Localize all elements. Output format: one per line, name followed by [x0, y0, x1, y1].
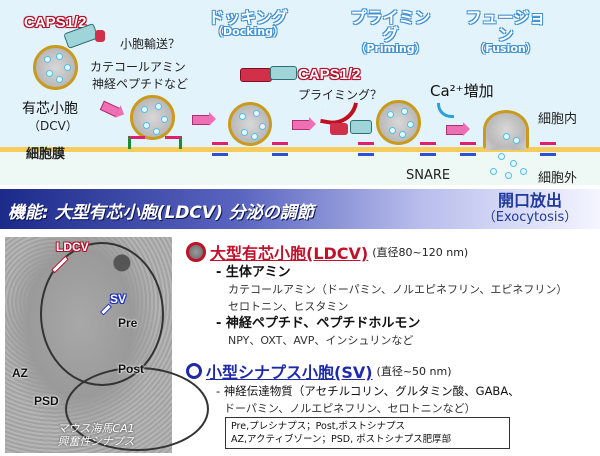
vesicle-fusing — [483, 110, 529, 150]
transport-question: 小胞輸送？ — [120, 37, 181, 51]
caps-protein-icon-5 — [350, 120, 372, 134]
snare-complex-icon — [540, 142, 556, 156]
step-arrow-icon — [446, 122, 470, 136]
ldcv-title: 大型有芯小胞(LDCV) — [210, 244, 369, 263]
snare-complex-icon — [165, 136, 182, 149]
snare-label: SNARE — [406, 168, 451, 183]
extracellular-region — [0, 150, 600, 185]
snare-complex-icon — [460, 142, 476, 156]
sv-bullet-icon — [186, 363, 202, 379]
ldcv-annotation: LDCV — [56, 240, 89, 254]
function-banner — [0, 189, 600, 229]
pre-annotation: Pre — [118, 316, 138, 330]
legend-line-2: AZ,アクティブゾーン；PSD, ポストシナプス肥厚部 — [231, 434, 452, 445]
caps-domain-icon — [95, 30, 105, 42]
abbreviation-legend: Pre,プレシナプス；Post,ポストシナプス AZ,アクティブゾーン；PSD,… — [225, 417, 510, 449]
caps-label-priming: CAPS1/2 — [298, 66, 361, 83]
snare-complex-icon — [358, 142, 374, 156]
snare-complex-icon — [272, 142, 288, 156]
snare-complex-icon — [420, 142, 436, 156]
exocytosis-en: （Exocytosis） — [482, 210, 578, 225]
stage-docking: ドッキング（Docking） — [208, 8, 288, 38]
vesicle-approach — [130, 95, 175, 140]
stage-fusion: フュージョン（Fusion） — [465, 8, 546, 55]
intracellular-label: 細胞内 — [538, 112, 578, 127]
calcium-arrow-icon — [437, 103, 454, 118]
ldcv-heading: 大型有芯小胞(LDCV) (直径80~120 nm) — [186, 240, 596, 264]
extracellular-label: 細胞外 — [538, 171, 578, 186]
sv-line-1: - 神経伝達物質（アセチルコリン、グルタミン酸、GABA、 — [216, 384, 520, 398]
ldcv-size: (直径80~120 nm) — [372, 246, 469, 259]
sv-line-2: ドーパミン、ノルエピネフリン、セロトニンなど） — [224, 402, 476, 415]
ldcv-bullet-icon — [186, 242, 206, 262]
postsynaptic-membrane — [65, 367, 209, 451]
stage-priming: プライミング（Priming） — [350, 8, 431, 55]
dcv-label: 有芯小胞 — [22, 101, 78, 117]
contents-label-1: カテコールアミン — [90, 60, 186, 74]
micrograph-caption: マウス海馬CA1 興奮性シナプス — [36, 422, 156, 448]
caps-protein-icon-3 — [270, 66, 297, 80]
vesicle-primed — [376, 100, 421, 145]
step-arrow-icon — [192, 112, 216, 126]
ldcv-group-amines: - 生体アミン — [216, 265, 291, 280]
exocytosis-label: 開口放出 （Exocytosis） — [470, 192, 590, 226]
ldcv-amines-line-1: カテコールアミン（ドーパミン、ノルエピネフリン、エピネフリン） — [228, 283, 568, 296]
priming-question: プライミング？ — [298, 88, 383, 102]
ldcv-group-peptides: - 神経ペプチド、ペプチドホルモン — [216, 316, 421, 331]
contents-label-2: 神経ペプチドなど — [92, 77, 189, 91]
vesicle-info: 大型有芯小胞(LDCV) (直径80~120 nm) - 生体アミン カテコール… — [186, 240, 596, 417]
snare-complex-icon — [212, 142, 228, 156]
calcium-label: Ca²⁺増加 — [430, 82, 494, 100]
sv-heading: 小型シナプス小胞(SV) (直径~50 nm) — [186, 359, 596, 383]
membrane-label: 細胞膜 — [26, 147, 66, 162]
dcv-abbr: （DCV） — [28, 119, 78, 133]
caps-protein-icon-4 — [330, 123, 348, 135]
ldcv-amines-line-2: セロトニン、ヒスタミン — [228, 300, 349, 313]
sv-title: 小型シナプス小胞(SV) — [206, 363, 373, 382]
sv-size: (直径~50 nm) — [376, 365, 452, 378]
sv-annotation: SV — [110, 292, 127, 306]
step-arrow-icon — [292, 117, 316, 131]
vesicle-transport — [33, 45, 78, 90]
cell-membrane — [0, 147, 600, 152]
banner-title: 機能: 大型有芯小胞(LDCV) 分泌の調節 — [8, 203, 314, 223]
caps-label-transport: CAPS1/2 — [24, 14, 87, 31]
legend-line-1: Pre,プレシナプス；Post,ポストシナプス — [231, 421, 406, 432]
caps-protein-icon-2 — [240, 68, 272, 82]
caption-line-1: マウス海馬CA1 — [57, 422, 135, 435]
ldcv-peptides-line-1: NPY、OXT、AVP、インシュリンなど — [228, 334, 414, 347]
electron-micrograph — [5, 237, 209, 453]
caption-line-2: 興奮性シナプス — [57, 435, 135, 448]
vesicle-docked — [228, 102, 272, 146]
snare-complex-icon — [128, 136, 145, 149]
post-annotation: Post — [118, 362, 145, 376]
az-annotation: AZ — [12, 366, 28, 380]
psd-annotation: PSD — [34, 394, 59, 408]
exocytosis-ja: 開口放出 — [497, 191, 562, 210]
